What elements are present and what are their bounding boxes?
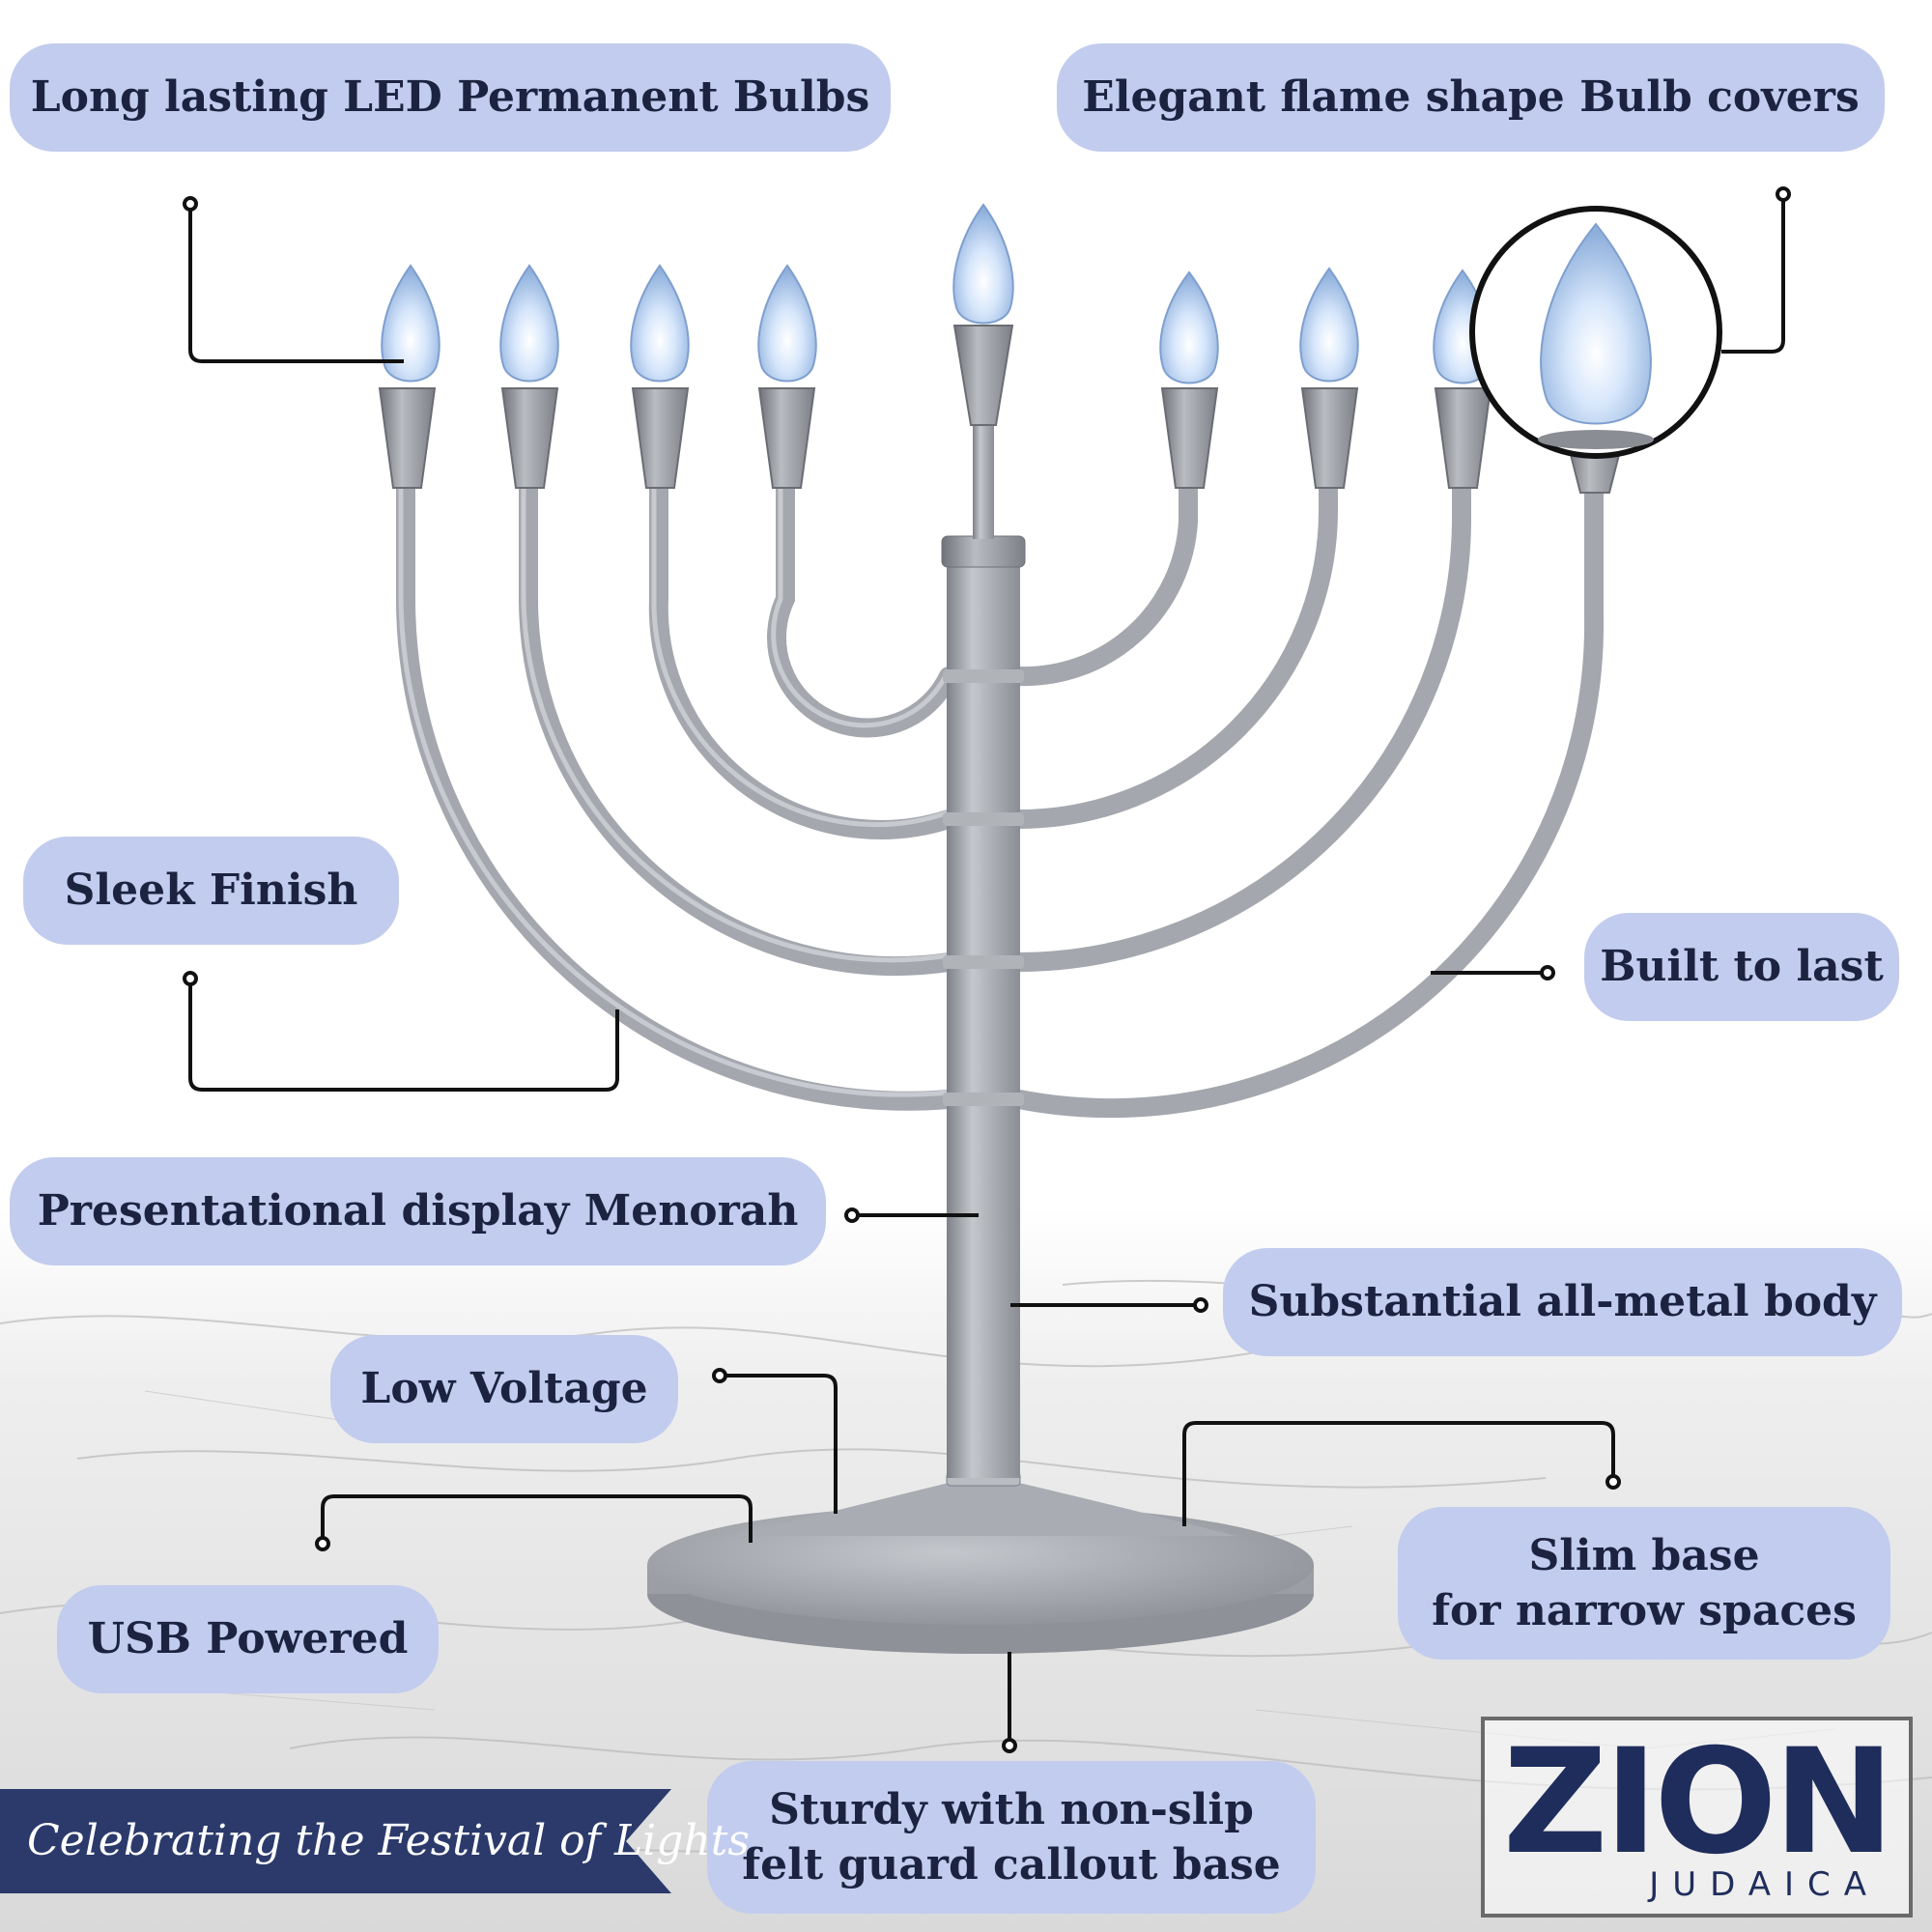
callout-presentational-display: Presentational display Menorah — [10, 1157, 826, 1265]
sturdy-line-1: Sturdy with non-slip — [769, 1784, 1254, 1834]
slim-base-line-1: Slim base — [1528, 1530, 1760, 1580]
zion-judaica-logo: ZION JUDAICA — [1481, 1717, 1913, 1918]
callout-flame-covers: Elegant flame shape Bulb covers — [1057, 43, 1885, 152]
logo-sub-text: JUDAICA — [1649, 1865, 1880, 1904]
menorah-base — [647, 1471, 1314, 1654]
festival-banner — [0, 1789, 671, 1893]
banner-text: Celebrating the Festival of Lights — [27, 1815, 750, 1865]
sturdy-line-2: felt guard callout base — [742, 1840, 1281, 1889]
magnified-bulb — [1469, 206, 1722, 459]
callout-all-metal-body: Substantial all-metal body — [1223, 1248, 1902, 1356]
menorah-stem — [941, 425, 1026, 1478]
callout-sleek-finish: Sleek Finish — [23, 837, 399, 945]
callout-usb-powered: USB Powered — [57, 1585, 439, 1693]
slim-base-line-2: for narrow spaces — [1432, 1586, 1857, 1635]
callout-led-bulbs: Long lasting LED Permanent Bulbs — [10, 43, 891, 152]
callout-sturdy-base: Sturdy with non-slip felt guard callout … — [707, 1761, 1316, 1914]
callout-low-voltage: Low Voltage — [330, 1335, 678, 1443]
logo-main-text: ZION — [1502, 1719, 1895, 1887]
callout-built-to-last: Built to last — [1584, 913, 1899, 1021]
callout-slim-base: Slim base for narrow spaces — [1398, 1507, 1890, 1660]
